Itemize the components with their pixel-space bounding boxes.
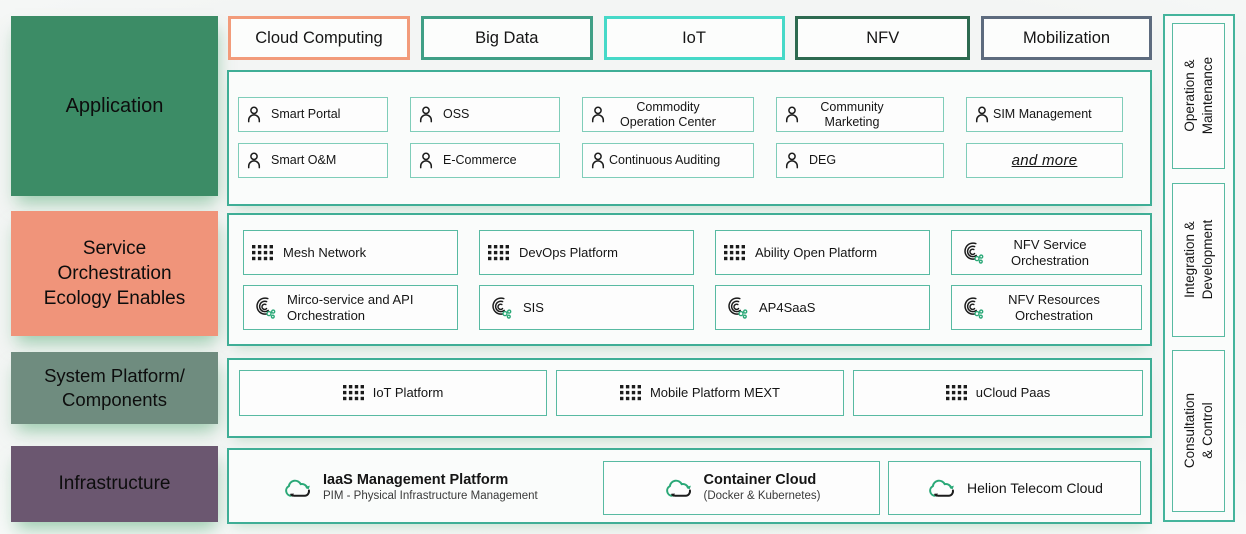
infra-item-subtitle: (Docker & Kubernetes) (703, 490, 821, 503)
grid-icon (945, 385, 967, 401)
chip-iot: IoT (603, 16, 785, 60)
row-label-system-platform: System Platform/ Components (11, 352, 218, 424)
app-item-commodity-operation-center: Commodity Operation Center (582, 97, 754, 132)
orchestration-swirl-icon (488, 295, 513, 320)
svc-item-label: DevOps Platform (519, 244, 618, 260)
infra-item-title: Container Cloud (703, 471, 817, 488)
user-icon (588, 151, 608, 171)
system-items: IoT Platform Mobile Platform MEXT uCloud… (229, 360, 1150, 416)
app-item-label: E-Commerce (443, 153, 517, 167)
chip-mobilization: Mobilization (981, 16, 1152, 60)
phase-label: Consultation & Control (1181, 393, 1215, 469)
section-service-orchestration: Mesh Network DevOps Platform Ability Ope… (227, 213, 1152, 346)
phase-operation-maintenance: Operation & Maintenance (1172, 23, 1225, 169)
app-item-continuous-auditing: Continuous Auditing (582, 143, 754, 178)
orchestration-swirl-icon (960, 295, 985, 320)
app-item-label: DEG (809, 153, 837, 167)
infra-item-title: IaaS Management Platform (323, 471, 509, 488)
app-item-e-commerce: E-Commerce (410, 143, 560, 178)
orchestration-swirl-icon (252, 295, 277, 320)
grid-icon (252, 244, 273, 261)
cloud-sync-icon (926, 477, 956, 499)
user-icon (588, 105, 608, 125)
app-item-label: Community Marketing (820, 99, 884, 129)
svc-item-mesh-network: Mesh Network (243, 230, 458, 275)
svc-item-label: Mirco-service and API Orchestration (287, 291, 414, 323)
svc-item-nfv-resources-orchestration: NFV Resources Orchestration (951, 285, 1142, 330)
app-item-label: Continuous Auditing (609, 153, 721, 167)
chip-cloud-computing: Cloud Computing (228, 16, 410, 60)
phase-integration-development: Integration & Development (1172, 183, 1225, 337)
svc-item-label: Mesh Network (283, 244, 367, 260)
user-icon (416, 105, 436, 125)
app-item-deg: DEG (776, 143, 944, 178)
svc-item-devops-platform: DevOps Platform (479, 230, 694, 275)
app-item-label: Commodity Operation Center (620, 99, 716, 129)
user-icon (972, 105, 992, 125)
app-item-smart-portal: Smart Portal (238, 97, 388, 132)
phase-consultation-control: Consultation & Control (1172, 350, 1225, 512)
cloud-sync-icon (663, 477, 693, 499)
app-item-label: Smart Portal (271, 107, 341, 121)
sys-item-label: Mobile Platform MEXT (649, 385, 781, 401)
application-items: Smart Portal OSS Commodity Operation Cen… (229, 72, 1150, 178)
app-item-label: and more (1011, 151, 1078, 169)
infra-item-iaas-management-platform: IaaS Management Platform PIM - Physical … (282, 461, 595, 515)
app-item-label: OSS (443, 107, 470, 121)
orchestration-swirl-icon (960, 240, 985, 265)
svc-item-ability-open-platform: Ability Open Platform (715, 230, 930, 275)
row-label-infrastructure: Infrastructure (11, 446, 218, 522)
user-icon (244, 105, 264, 125)
section-system-platform: IoT Platform Mobile Platform MEXT uCloud… (227, 358, 1152, 438)
app-item-label: SIM Management (993, 107, 1092, 121)
grid-icon (724, 244, 745, 261)
infra-item-title: Helion Telecom Cloud (967, 479, 1103, 496)
svc-item-sis: SIS (479, 285, 694, 330)
category-chips: Cloud Computing Big Data IoT NFV Mobiliz… (228, 16, 1152, 60)
sys-item-ucloud-paas: uCloud Paas (853, 370, 1143, 416)
app-item-smart-oandm: Smart O&M (238, 143, 388, 178)
user-icon (416, 151, 436, 171)
svc-item-microservice-api-orchestration: Mirco-service and API Orchestration (243, 285, 458, 330)
chip-nfv: NFV (795, 16, 971, 60)
right-phase-column: Operation & Maintenance Integration & De… (1163, 14, 1235, 522)
svc-item-label: NFV Service Orchestration (1010, 236, 1090, 268)
sys-item-label: IoT Platform (372, 385, 444, 401)
infra-item-helion-telecom-cloud: Helion Telecom Cloud (888, 461, 1141, 515)
user-icon (782, 151, 802, 171)
orchestration-swirl-icon (724, 295, 749, 320)
infra-item-subtitle: PIM - Physical Infrastructure Management (323, 490, 538, 503)
row-label-service-orchestration: Service Orchestration Ecology Enables (11, 211, 218, 336)
section-infrastructure: IaaS Management Platform PIM - Physical … (227, 448, 1152, 524)
svc-item-nfv-service-orchestration: NFV Service Orchestration (951, 230, 1142, 275)
svc-item-label: NFV Resources Orchestration (1008, 291, 1100, 323)
service-items: Mesh Network DevOps Platform Ability Ope… (229, 215, 1150, 330)
app-item-label: Smart O&M (271, 153, 337, 167)
sys-item-iot-platform: IoT Platform (239, 370, 547, 416)
phase-label: Operation & Maintenance (1181, 57, 1215, 135)
app-item-sim-management: SIM Management (966, 97, 1123, 132)
grid-icon (619, 385, 641, 401)
phase-label: Integration & Development (1181, 220, 1215, 300)
svc-item-label: Ability Open Platform (755, 244, 878, 260)
app-item-community-marketing: Community Marketing (776, 97, 944, 132)
grid-icon (342, 385, 364, 401)
grid-icon (488, 244, 509, 261)
row-label-application: Application (11, 16, 218, 196)
infra-item-container-cloud: Container Cloud (Docker & Kubernetes) (603, 461, 880, 515)
svc-item-label: AP4SaaS (759, 299, 816, 315)
sys-item-label: uCloud Paas (975, 385, 1051, 401)
user-icon (244, 151, 264, 171)
svc-item-ap4saas: AP4SaaS (715, 285, 930, 330)
app-item-oss: OSS (410, 97, 560, 132)
section-application: Smart Portal OSS Commodity Operation Cen… (227, 70, 1152, 206)
cloud-sync-icon (282, 477, 312, 499)
svc-item-label: SIS (523, 299, 544, 315)
sys-item-mobile-platform-mext: Mobile Platform MEXT (556, 370, 844, 416)
app-item-and-more: and more (966, 143, 1123, 178)
user-icon (782, 105, 802, 125)
infrastructure-items: IaaS Management Platform PIM - Physical … (229, 450, 1150, 515)
chip-big-data: Big Data (420, 16, 593, 60)
